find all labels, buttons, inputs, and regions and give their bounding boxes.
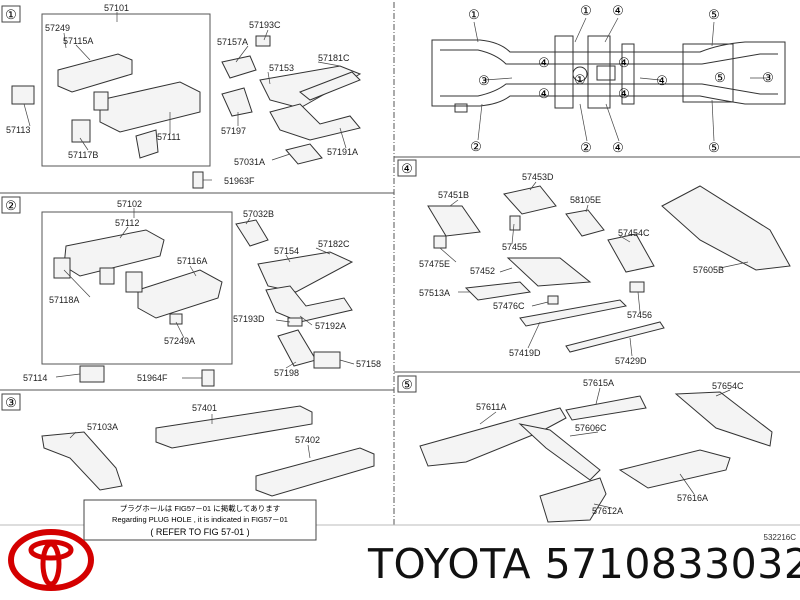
part-label: 57654C bbox=[712, 381, 744, 391]
part-label: 57182C bbox=[318, 239, 350, 249]
part-label: 57249A bbox=[164, 336, 195, 346]
part-label: 57611A bbox=[476, 402, 506, 412]
overview-callouts bbox=[473, 17, 767, 142]
part-label: 57429D bbox=[615, 356, 647, 366]
part-label: 57113 bbox=[6, 125, 30, 135]
part-label: 57476C bbox=[493, 301, 525, 311]
part-label: 58105E bbox=[570, 195, 601, 205]
part-labels: 57101 57249 57115A 57193C 57157A 57181C … bbox=[6, 3, 744, 516]
part-label: 57612A bbox=[592, 506, 623, 516]
part-label: 57153 bbox=[269, 63, 294, 73]
part-label: 57114 bbox=[23, 373, 47, 383]
callout: ④ bbox=[612, 3, 624, 18]
section-4-number: ④ bbox=[401, 161, 413, 176]
callout: ③ bbox=[478, 73, 490, 88]
section-3-number: ③ bbox=[5, 395, 17, 410]
part-label: 57157A bbox=[217, 37, 248, 47]
part-label: 57401 bbox=[192, 403, 217, 413]
part-label: 57101 bbox=[104, 3, 129, 13]
overview-numbers: ① ① ④ ⑤ ③ ④ ① ④ ④ ④ ④ ⑤ ③ ② ② ④ ⑤ bbox=[468, 3, 774, 155]
part-label: 57452 bbox=[470, 266, 495, 276]
part-label: 57402 bbox=[295, 435, 320, 445]
callout: ① bbox=[580, 3, 592, 18]
callout: ② bbox=[470, 139, 482, 154]
part-label: 57032B bbox=[243, 209, 274, 219]
part-label: 57031A bbox=[234, 157, 265, 167]
leader-lines bbox=[23, 12, 749, 509]
part-label: 57419D bbox=[509, 348, 541, 358]
note-box: プラグホールは FIG57－01 に掲載してあります Regarding PLU… bbox=[83, 499, 317, 541]
section-5-number: ⑤ bbox=[401, 377, 413, 392]
part-label: 57475E bbox=[419, 259, 450, 269]
part-label: 57198 bbox=[274, 368, 299, 378]
note-reference: ( REFER TO FIG 57-01 ) bbox=[150, 527, 249, 537]
part-label: 57616A bbox=[677, 493, 708, 503]
chassis-overview bbox=[431, 35, 786, 113]
part-label: 57192A bbox=[315, 321, 346, 331]
note-line-en: Regarding PLUG HOLE , it is indicated in… bbox=[112, 515, 288, 524]
callout: ⑤ bbox=[708, 140, 720, 155]
callout: ⑤ bbox=[714, 70, 726, 85]
part-shapes bbox=[11, 35, 791, 523]
part-label: 57193D bbox=[233, 314, 265, 324]
callout: ① bbox=[468, 7, 480, 22]
callout: ④ bbox=[612, 140, 624, 155]
part-label: 57111 bbox=[157, 132, 181, 142]
part-label: 57102 bbox=[117, 199, 142, 209]
callout: ④ bbox=[618, 86, 630, 101]
callout: ⑤ bbox=[708, 7, 720, 22]
part-label: 57116A bbox=[177, 256, 207, 266]
part-label: 57454C bbox=[618, 228, 650, 238]
callout: ① bbox=[574, 72, 586, 87]
part-label: 57456 bbox=[627, 310, 652, 320]
sub-frame bbox=[41, 13, 211, 167]
callout: ④ bbox=[538, 86, 550, 101]
part-label: 57513A bbox=[419, 288, 450, 298]
part-label: 57181C bbox=[318, 53, 350, 63]
part-label: 57191A bbox=[327, 147, 358, 157]
part-label: 57117B bbox=[68, 150, 98, 160]
part-label: 57615A bbox=[583, 378, 614, 388]
part-label: 57605B bbox=[693, 265, 724, 275]
callout: ④ bbox=[618, 55, 630, 70]
note-line-jp: プラグホールは FIG57－01 に掲載してあります bbox=[120, 503, 280, 513]
part-label: 57455 bbox=[502, 242, 527, 252]
part-label: 57115A bbox=[63, 36, 93, 46]
part-label: 57197 bbox=[221, 126, 246, 136]
part-label: 57451B bbox=[438, 190, 469, 200]
part-label: 57606C bbox=[575, 423, 607, 433]
toyota-logo-icon bbox=[8, 529, 94, 591]
sub-frame bbox=[41, 211, 233, 365]
callout: ② bbox=[580, 140, 592, 155]
callout: ④ bbox=[538, 55, 550, 70]
catalog-code: 532216C bbox=[764, 533, 797, 542]
brand-part-number: TOYOTA 5710833032 bbox=[368, 540, 800, 588]
section-1-number: ① bbox=[5, 7, 17, 22]
part-label: 57249 bbox=[45, 23, 70, 33]
part-label: 57453D bbox=[522, 172, 554, 182]
part-label: 57154 bbox=[274, 246, 299, 256]
part-label: 57103A bbox=[87, 422, 118, 432]
part-label: 51963F bbox=[224, 176, 255, 186]
part-label: 57118A bbox=[49, 295, 79, 305]
callout: ④ bbox=[656, 73, 668, 88]
part-label: 57193C bbox=[249, 20, 281, 30]
part-label: 51964F bbox=[137, 373, 168, 383]
part-label: 57158 bbox=[356, 359, 381, 369]
callout: ③ bbox=[762, 70, 774, 85]
part-label: 57112 bbox=[115, 218, 139, 228]
section-2-number: ② bbox=[5, 198, 17, 213]
